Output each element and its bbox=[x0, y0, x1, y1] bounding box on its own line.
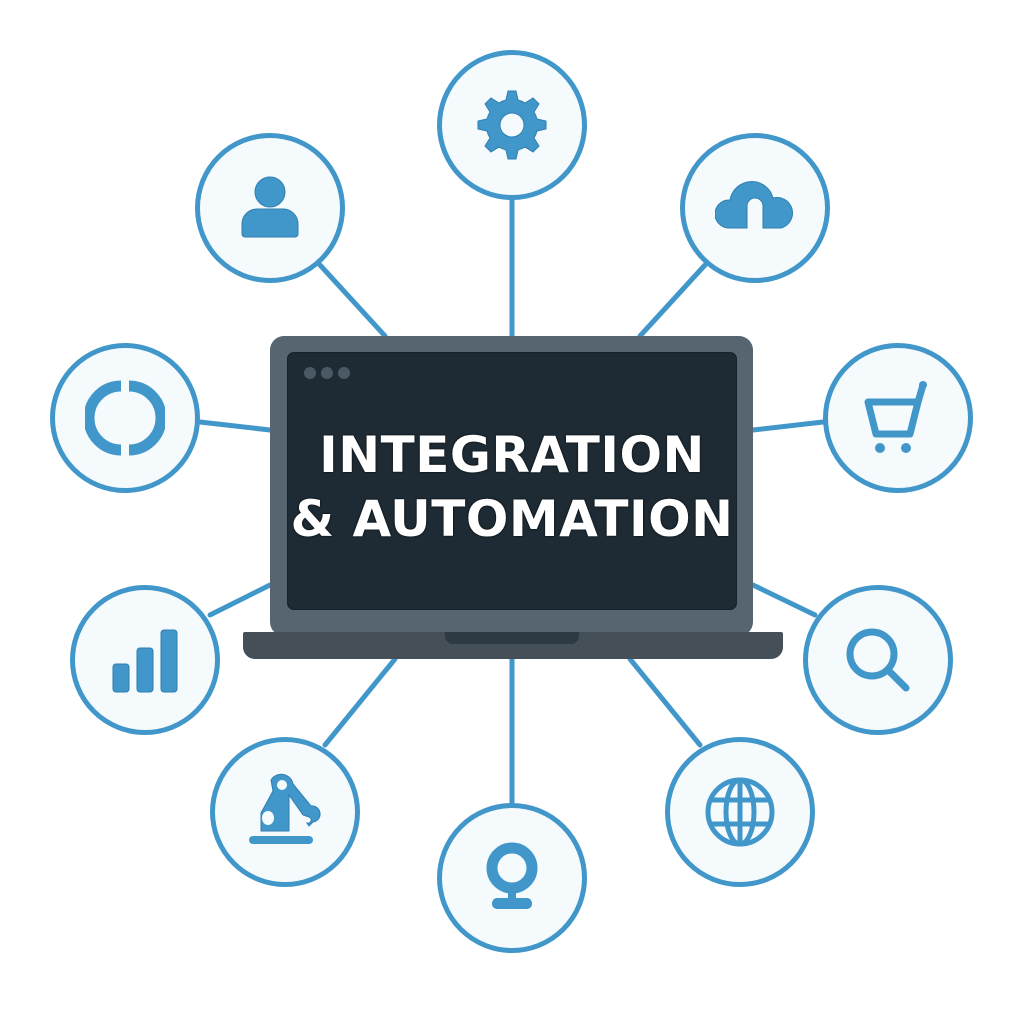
webcam-icon bbox=[486, 842, 538, 909]
user-icon bbox=[241, 176, 299, 238]
node-cart bbox=[823, 343, 973, 493]
node-webcam bbox=[437, 803, 587, 953]
cloud-icon bbox=[715, 181, 794, 229]
sync-ring-icon bbox=[85, 380, 165, 456]
globe-icon bbox=[705, 777, 775, 847]
headline-line-2: & AUTOMATION bbox=[290, 490, 734, 548]
connector-cart bbox=[750, 419, 826, 433]
node-gear bbox=[437, 50, 587, 200]
node-robot bbox=[210, 737, 360, 887]
gear-icon bbox=[477, 90, 547, 160]
node-sync bbox=[50, 343, 200, 493]
connector-user bbox=[317, 262, 388, 339]
window-dot bbox=[338, 367, 350, 379]
laptop: INTEGRATION & AUTOMATION bbox=[270, 336, 753, 636]
node-search bbox=[803, 585, 953, 735]
robot-arm-icon bbox=[249, 773, 321, 844]
connector-globe bbox=[627, 656, 703, 748]
window-dot bbox=[321, 367, 333, 379]
shopping-cart-icon bbox=[864, 381, 927, 453]
connector-robot bbox=[322, 656, 398, 748]
bar-chart-icon bbox=[112, 629, 178, 693]
headline: INTEGRATION & AUTOMATION bbox=[288, 423, 736, 551]
search-icon bbox=[846, 628, 910, 692]
window-dot bbox=[304, 367, 316, 379]
connector-search bbox=[750, 582, 818, 618]
laptop-notch bbox=[445, 632, 579, 644]
window-dots bbox=[304, 367, 350, 379]
node-globe bbox=[665, 737, 815, 887]
laptop-screen: INTEGRATION & AUTOMATION bbox=[287, 352, 737, 610]
headline-line-1: INTEGRATION bbox=[319, 426, 705, 484]
node-user bbox=[195, 133, 345, 283]
node-cloud bbox=[680, 133, 830, 283]
laptop-base bbox=[243, 632, 783, 659]
connector-sync bbox=[197, 419, 273, 433]
connector-cloud bbox=[637, 262, 708, 339]
node-analytics bbox=[70, 585, 220, 735]
connector-analytics bbox=[207, 582, 273, 618]
